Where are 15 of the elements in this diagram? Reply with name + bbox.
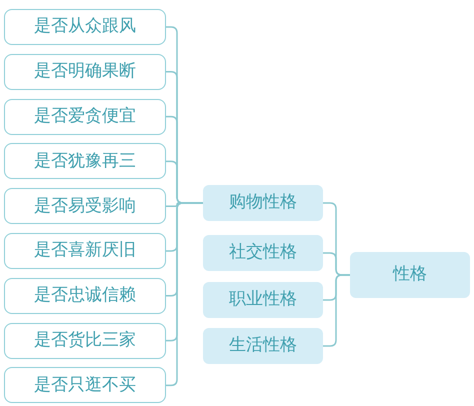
question-box: 是否忠诚信赖 [4, 278, 166, 314]
connector-line [166, 202, 203, 386]
question-box: 是否明确果断 [4, 54, 166, 90]
category-box: 购物性格 [203, 185, 323, 221]
question-box: 是否只逛不买 [4, 367, 166, 404]
question-box: 是否易受影响 [4, 188, 166, 224]
question-box: 是否从众跟风 [4, 9, 166, 45]
category-box: 生活性格 [203, 328, 323, 364]
category-box: 社交性格 [203, 235, 323, 271]
question-box: 是否爱贪便宜 [4, 98, 166, 135]
question-box: 是否犹豫再三 [4, 143, 166, 180]
category-box: 性格 [350, 252, 470, 298]
question-box: 是否货比三家 [4, 322, 166, 359]
question-box: 是否喜新厌旧 [4, 233, 166, 269]
category-box: 职业性格 [203, 282, 323, 318]
